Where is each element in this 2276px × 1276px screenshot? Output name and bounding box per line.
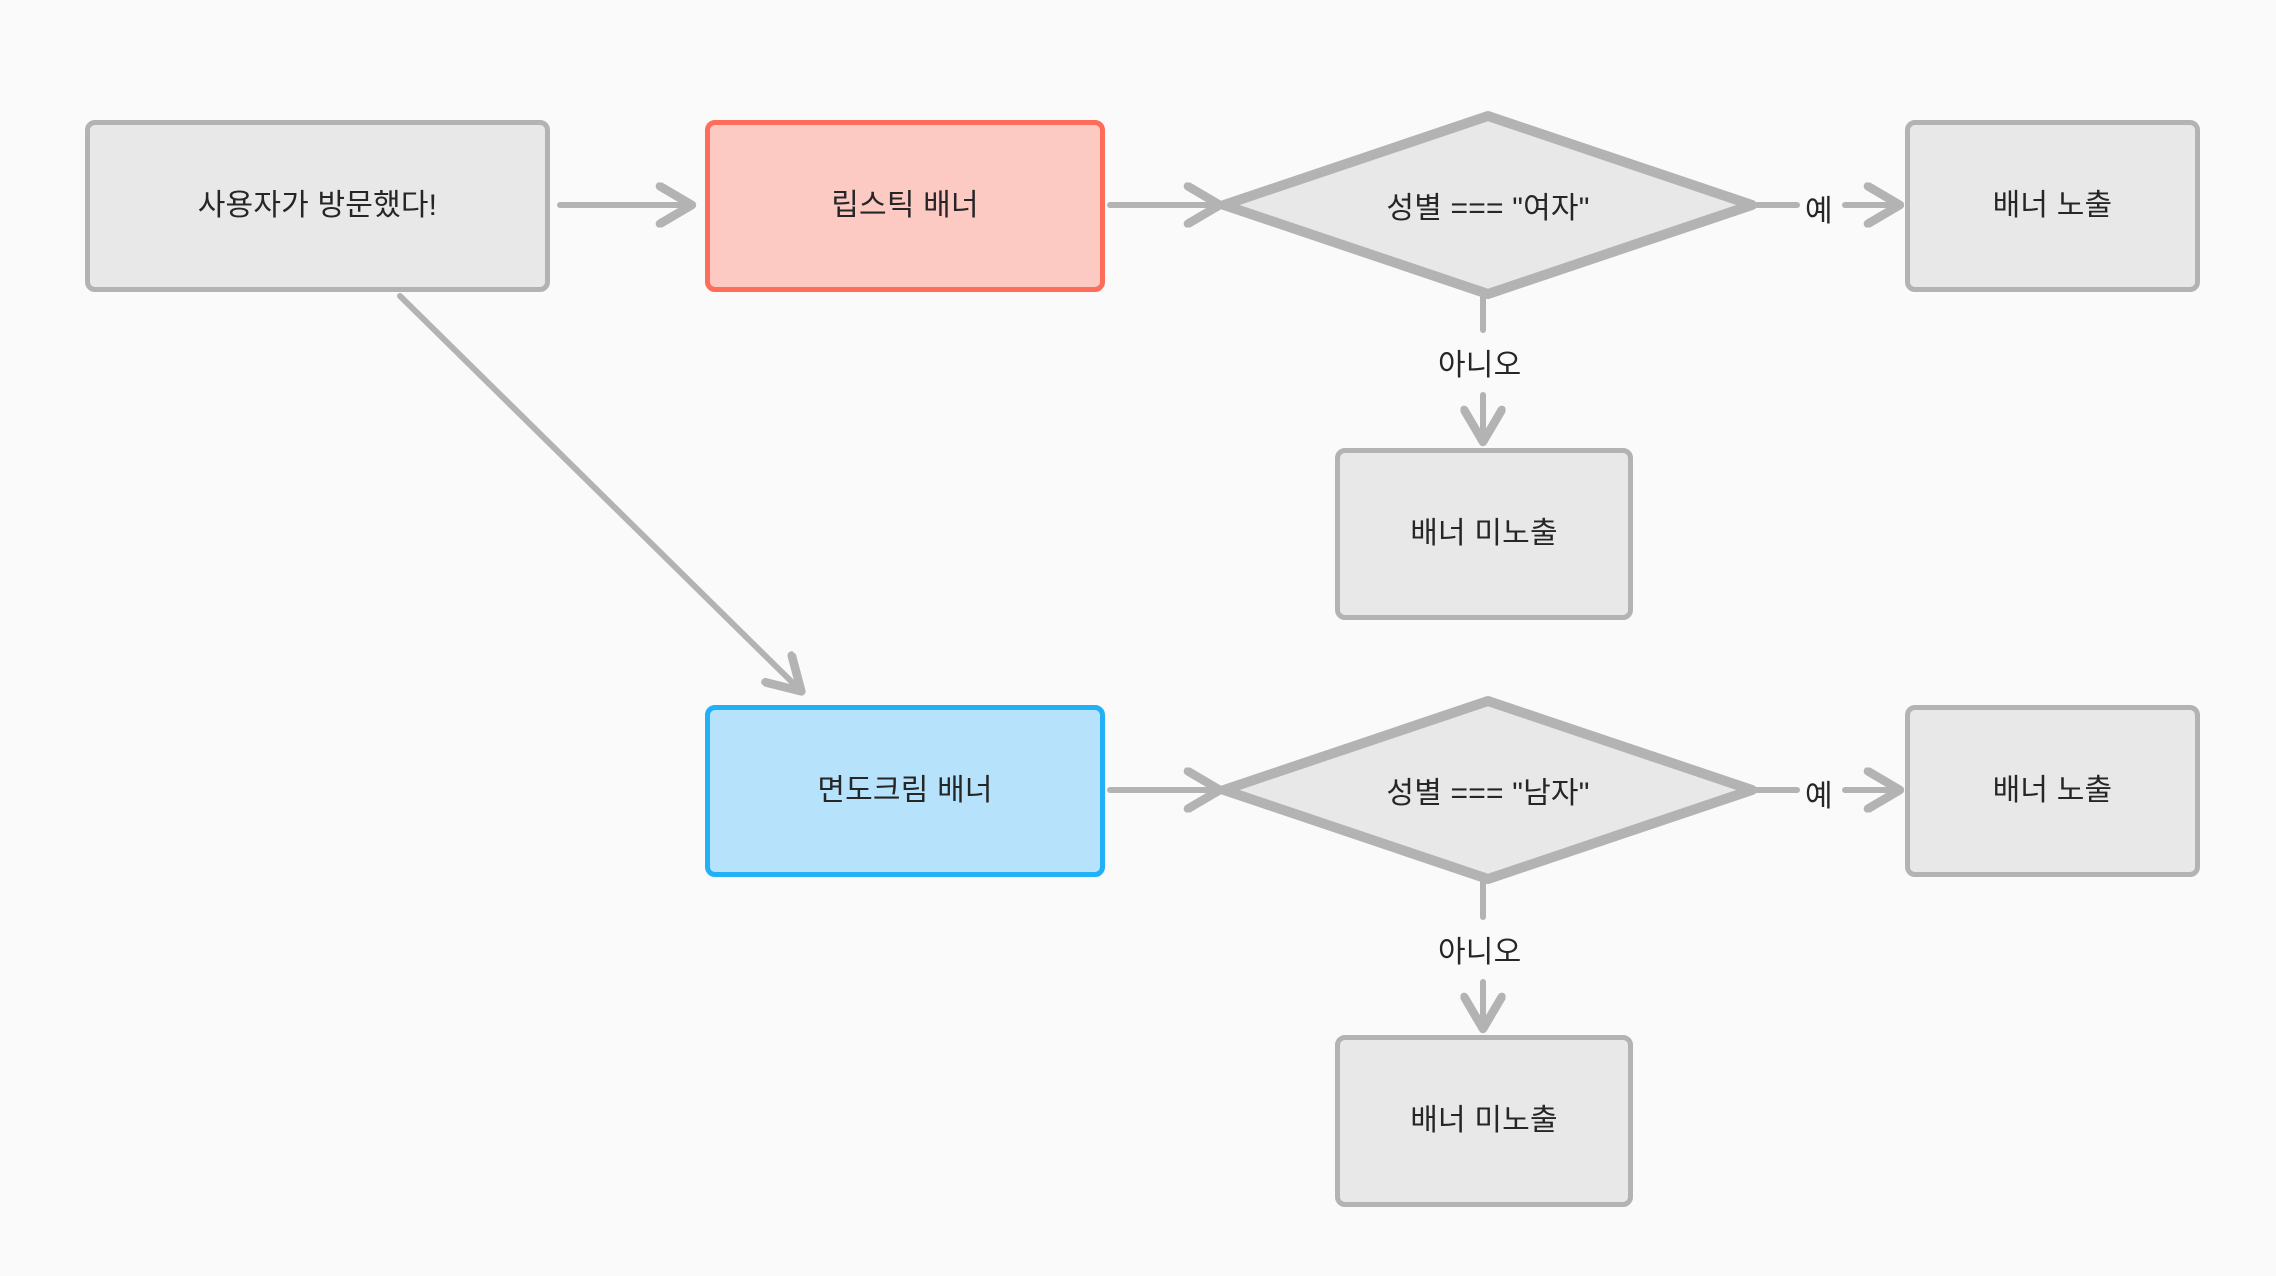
diamond-shape-female — [1219, 111, 1757, 299]
node-show-banner-female-label: 배너 노출 — [1992, 188, 2113, 222]
node-show-banner-male-label: 배너 노출 — [1992, 773, 2113, 807]
node-start[interactable]: 사용자가 방문했다! — [85, 120, 550, 292]
edge-label-male-yes: 예 — [1805, 780, 1833, 813]
node-decision-male[interactable]: 성별 === "남자" — [1218, 695, 1758, 885]
edge-label-male-no: 아니오 — [1438, 936, 1522, 969]
diamond-shape-male — [1219, 696, 1757, 884]
node-hide-banner-male[interactable]: 배너 미노출 — [1335, 1035, 1633, 1207]
node-hide-banner-female[interactable]: 배너 미노출 — [1335, 448, 1633, 620]
node-show-banner-male[interactable]: 배너 노출 — [1905, 705, 2200, 877]
node-hide-banner-male-label: 배너 미노출 — [1410, 1103, 1558, 1137]
node-show-banner-female[interactable]: 배너 노출 — [1905, 120, 2200, 292]
node-decision-female-label: 성별 === "여자" — [1386, 192, 1590, 225]
edge-start-to-shavingcream — [397, 293, 800, 690]
node-shaving-cream-banner[interactable]: 면도크림 배너 — [705, 705, 1105, 877]
node-start-label: 사용자가 방문했다! — [197, 188, 438, 222]
edge-label-female-yes: 예 — [1805, 195, 1833, 228]
node-shaving-cream-banner-label: 면도크림 배너 — [817, 773, 993, 807]
node-lipstick-banner-label: 립스틱 배너 — [831, 188, 979, 222]
node-decision-male-label: 성별 === "남자" — [1386, 777, 1590, 810]
node-decision-female[interactable]: 성별 === "여자" — [1218, 110, 1758, 300]
node-hide-banner-female-label: 배너 미노출 — [1410, 516, 1558, 550]
edge-label-female-no: 아니오 — [1438, 349, 1522, 382]
node-lipstick-banner[interactable]: 립스틱 배너 — [705, 120, 1105, 292]
